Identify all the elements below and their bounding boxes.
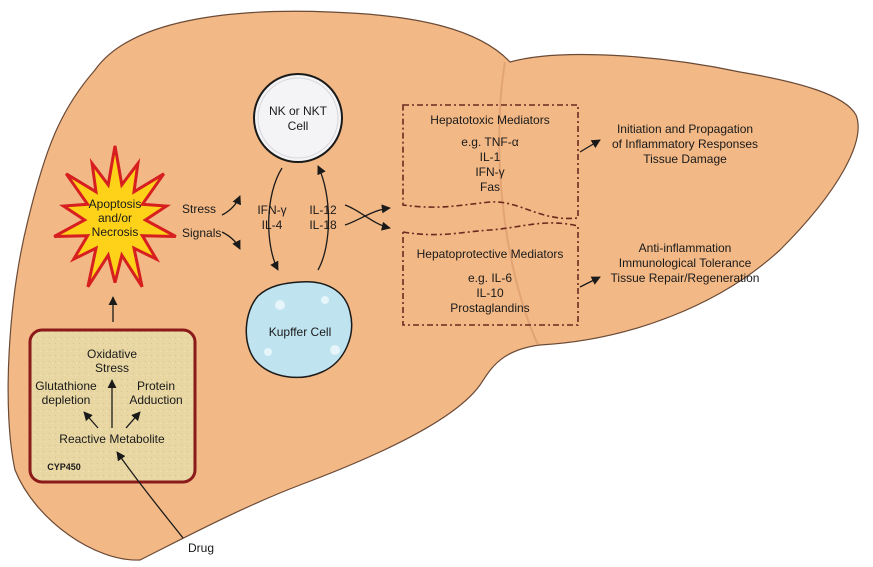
apoptosis-label-3: Necrosis bbox=[92, 225, 139, 239]
reactive-to-glutathione-arrow bbox=[83, 411, 99, 429]
kupffer-texture-3 bbox=[330, 345, 340, 355]
liver-shape bbox=[7, 10, 859, 561]
stress-label: Stress bbox=[182, 202, 216, 216]
signals-label: Signals bbox=[182, 226, 221, 240]
hepatotoxic-item-3: IFN-γ bbox=[475, 165, 504, 179]
glutathione-label-1: Glutathione bbox=[35, 379, 97, 393]
apoptosis-label-1: Apoptosis bbox=[89, 197, 142, 211]
kupffer-texture-1 bbox=[275, 300, 285, 310]
apoptosis-label-2: and/or bbox=[98, 211, 132, 225]
kupffer-texture-2 bbox=[321, 296, 329, 304]
protective-outcome-line-3: Tissue Repair/Regeneration bbox=[611, 271, 760, 285]
stress-arrow-down bbox=[221, 231, 241, 250]
toxic-outcome-line-2: of Inflammatory Responses bbox=[612, 137, 758, 151]
protective-outcome-line-2: Immunological Tolerance bbox=[619, 256, 752, 270]
nk-cell-texture bbox=[257, 77, 339, 159]
hepatotoxic-box bbox=[402, 104, 579, 220]
hepatotoxic-title: Hepatotoxic Mediators bbox=[430, 113, 549, 127]
apoptosis-starburst bbox=[53, 145, 177, 288]
nk-cell-label-2: Cell bbox=[288, 119, 309, 133]
glutathione-label-2: depletion bbox=[42, 393, 91, 407]
hepatoprotective-item-2: IL-10 bbox=[476, 286, 504, 300]
cytokine-il12-label: IL-12 bbox=[309, 203, 337, 217]
drug-arrow bbox=[116, 451, 184, 539]
hepatoprotective-item-3: Prostaglandins bbox=[450, 301, 529, 315]
hepatotoxic-item-4: Fas bbox=[480, 180, 500, 194]
nk-cell bbox=[253, 73, 343, 163]
toxic-outcome-line-3: Tissue Damage bbox=[643, 152, 727, 166]
cross-arrow-down bbox=[344, 204, 391, 231]
cytokine-il4-label: IL-4 bbox=[262, 218, 283, 232]
protective-outcome-arrow bbox=[579, 276, 601, 288]
hepatotoxic-item-1: e.g. TNF-α bbox=[461, 135, 518, 149]
hepatotoxic-item-2: IL-1 bbox=[480, 150, 501, 164]
reactive-to-protein-arrow bbox=[125, 411, 141, 429]
oxidative-label-1: Oxidative bbox=[87, 347, 137, 361]
protein-label-1: Protein bbox=[137, 379, 175, 393]
toxic-outcome-line-1: Initiation and Propagation bbox=[617, 122, 753, 136]
hepatoprotective-box bbox=[402, 222, 579, 326]
kupffer-to-nk-arrow bbox=[317, 165, 330, 271]
oxidative-label-2: Stress bbox=[95, 361, 129, 375]
protein-label-2: Adduction bbox=[129, 393, 182, 407]
cytokine-il18-label: IL-18 bbox=[309, 218, 337, 232]
toxic-outcome-arrow bbox=[579, 139, 601, 153]
drug-label: Drug bbox=[188, 541, 214, 555]
nk-cell-label-1: NK or NKT bbox=[269, 104, 328, 118]
kupffer-cell bbox=[245, 281, 353, 379]
hepatoprotective-item-1: e.g. IL-6 bbox=[468, 271, 512, 285]
reactive-metabolite-label: Reactive Metabolite bbox=[59, 432, 165, 446]
cyp450-label: CYP450 bbox=[47, 462, 81, 472]
cross-arrow-up bbox=[344, 204, 391, 226]
cytokine-ifn-label: IFN-γ bbox=[257, 203, 286, 217]
hepatoprotective-title: Hepatoprotective Mediators bbox=[417, 247, 564, 261]
stress-arrow-up bbox=[221, 195, 241, 216]
kupffer-cell-label: Kupffer Cell bbox=[269, 325, 331, 339]
protective-outcome-line-1: Anti-inflammation bbox=[639, 241, 732, 255]
kupffer-texture-4 bbox=[264, 348, 272, 356]
nk-to-kupffer-arrow bbox=[268, 167, 283, 271]
liver-fissure bbox=[498, 61, 539, 346]
